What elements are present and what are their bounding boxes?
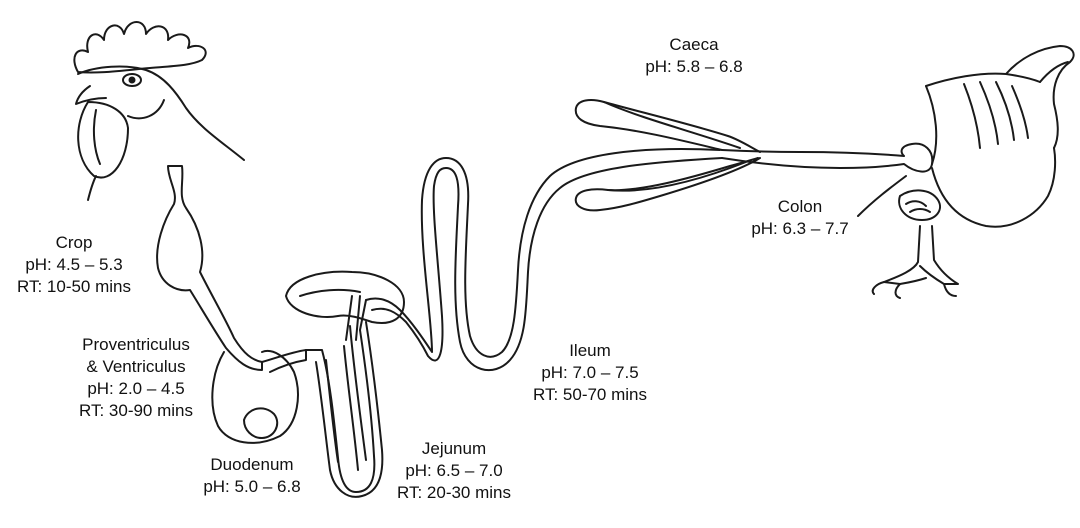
tail-feathers	[1005, 45, 1075, 149]
colon-label-line: pH: 6.3 – 7.7	[751, 219, 849, 238]
feather-stroke-4	[1011, 85, 1029, 139]
duodenum-label: Duodenum pH: 5.0 – 6.8	[203, 454, 300, 498]
chicken-tail-drawing	[871, 45, 1075, 299]
colon-label: Colon pH: 6.3 – 7.7	[751, 196, 848, 240]
colon-outline	[721, 142, 934, 173]
pancreas-lobe-line	[299, 288, 361, 297]
wing-feathers	[905, 200, 931, 213]
caecum-lower-inner	[607, 161, 747, 192]
crop-label-line: pH: 4.5 – 5.3	[25, 255, 123, 274]
wattle-shape	[77, 101, 129, 179]
tail-feather-inner	[1039, 61, 1069, 83]
ileum-label-line: pH: 7.0 – 7.5	[541, 363, 639, 382]
foot-toes	[871, 281, 957, 299]
intestine-loop-inner	[371, 157, 723, 372]
bile-duct-1	[345, 295, 353, 341]
duodenal-loop-outer	[315, 321, 384, 498]
pylorus-segment	[261, 349, 307, 373]
feather-stroke-3	[995, 81, 1015, 141]
caeca-label-line: Caeca	[669, 35, 719, 54]
wattle-fold	[92, 109, 101, 165]
feather-stroke-1	[963, 83, 981, 149]
proventriculus-label-line: Proventriculus	[82, 335, 190, 354]
proventriculus-label-line: RT: 30-90 mins	[78, 401, 194, 420]
caecum-upper	[574, 99, 761, 153]
intestine-loops-drawing	[365, 148, 723, 372]
beak-shape	[75, 85, 107, 105]
head-outline	[77, 65, 245, 161]
caecum-lower	[574, 157, 761, 212]
duodenal-inner-3	[349, 325, 367, 461]
eye-shape	[122, 73, 142, 87]
feather-stroke-2	[979, 81, 999, 145]
caeca-label-line: pH: 5.8 – 6.8	[645, 57, 743, 76]
ileum-label-line: Ileum	[569, 341, 611, 360]
ileum-label-line: RT: 50-70 mins	[532, 385, 648, 404]
eye-pupil	[128, 76, 136, 84]
neck-front	[87, 175, 97, 201]
pancreas-outline	[285, 270, 405, 324]
jejunum-label-line: RT: 20-30 mins	[396, 483, 512, 502]
duodenal-loop	[305, 299, 376, 493]
proventriculus-label-line: pH: 2.0 – 4.5	[87, 379, 185, 398]
intestine-loop-outer	[365, 148, 721, 358]
wing-outline	[898, 189, 941, 221]
body-outline	[925, 85, 1057, 228]
proventriculus-label: Proventriculus & Ventriculus pH: 2.0 – 4.5…	[79, 334, 193, 422]
jejunum-label-line: pH: 6.5 – 7.0	[405, 461, 503, 480]
crop-label-line: RT: 10-50 mins	[16, 277, 132, 296]
gizzard-outline	[211, 350, 299, 444]
duodenal-inner-1	[325, 359, 339, 463]
jejunum-label-line: Jejunum	[421, 439, 487, 458]
crop-outline	[156, 165, 263, 371]
proventriculus-label-line: & Ventriculus	[86, 357, 186, 376]
duodenum-drawing	[285, 270, 405, 498]
chicken-head-drawing	[73, 21, 245, 201]
upper-tract-drawing	[156, 165, 307, 444]
colon-label-line: Colon	[777, 197, 823, 216]
gizzard-inner	[243, 407, 279, 439]
caeca-colon-drawing	[574, 99, 934, 217]
cheek-line	[127, 99, 165, 120]
crop-label-line: Crop	[55, 233, 93, 252]
back-outline	[925, 72, 1041, 87]
caeca-label: Caeca pH: 5.8 – 6.8	[645, 34, 742, 78]
duodenum-label-line: pH: 5.0 – 6.8	[203, 477, 301, 496]
duodenum-label-line: Duodenum	[210, 455, 294, 474]
bile-duct-2	[355, 295, 361, 341]
duodenal-inner-2	[343, 345, 359, 471]
colon-pointer-line	[857, 175, 907, 217]
caecum-upper-inner	[603, 101, 741, 149]
comb-shape	[73, 21, 207, 74]
leg-outline	[883, 225, 959, 285]
